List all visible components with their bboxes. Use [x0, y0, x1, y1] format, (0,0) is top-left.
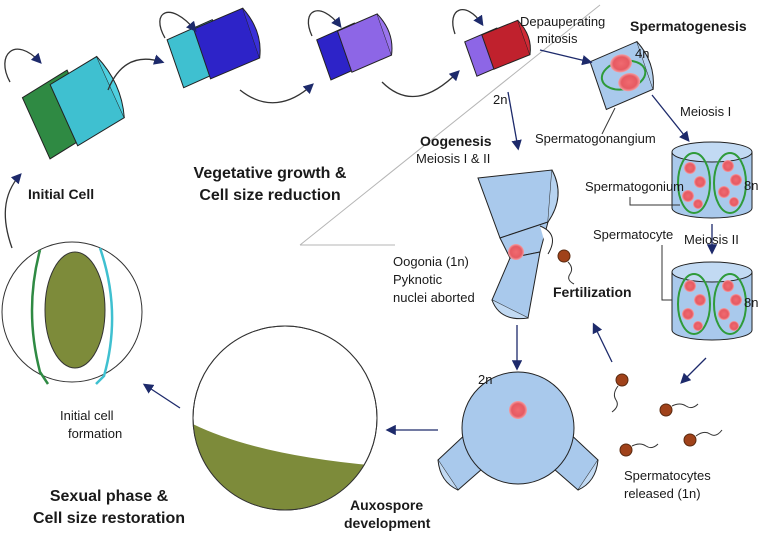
- oogonia-cell: [477, 169, 559, 320]
- initial-cell-frustule: [21, 55, 125, 160]
- label-fertilization: Fertilization: [553, 284, 632, 300]
- spermatocyte-fertilizing: [557, 249, 575, 285]
- label-meiosis-1-2: Meiosis I & II: [416, 151, 491, 166]
- arrow-initial-to-cell2: [107, 54, 165, 91]
- label-released-2: released (1n): [624, 486, 701, 501]
- zygote-auxospore: [437, 371, 599, 491]
- leader-spermatogonangium: [601, 107, 616, 135]
- label-released-1: Spermatocytes: [624, 468, 711, 483]
- self-loop-arrow-4: [452, 9, 484, 35]
- leader-spermatocyte: [661, 245, 672, 301]
- self-loop-arrow-1: [4, 48, 42, 83]
- label-auxospore-1: Auxospore: [350, 497, 424, 513]
- label-spermatogonium: Spermatogonium: [585, 179, 684, 194]
- label-depauperating-1: Depauperating: [520, 14, 606, 29]
- label-8n-a: 8n: [744, 178, 759, 193]
- self-loop-arrow-3: [307, 10, 342, 37]
- label-oogonia-1: Oogonia (1n): [393, 254, 469, 269]
- label-spermatocyte: Spermatocyte: [593, 227, 674, 242]
- label-oogonia-2: Pyknotic: [393, 272, 443, 287]
- released-spermatocytes: [611, 373, 723, 457]
- label-meiosis-1: Meiosis I: [680, 104, 732, 119]
- label-sexual-2: Cell size restoration: [32, 510, 186, 527]
- label-auxospore-2: development: [344, 515, 431, 531]
- arrow-cell3-to-cell4: [381, 70, 460, 98]
- vegetative-cell-4: [464, 19, 531, 77]
- arrow-cell2-to-cell3: [239, 83, 314, 104]
- arrow-meiosis-1: [651, 94, 690, 143]
- label-oogonia-3: nuclei aborted: [393, 290, 475, 305]
- label-depauperating-2: mitosis: [537, 31, 578, 46]
- label-initial-formation-1: Initial cell: [60, 408, 114, 423]
- label-initial-cell: Initial Cell: [28, 186, 95, 202]
- label-2n-top: 2n: [493, 92, 508, 107]
- leader-spermatogonium: [629, 197, 680, 206]
- label-initial-formation-2: formation: [68, 426, 123, 441]
- label-2n-bottom: 2n: [478, 372, 493, 387]
- spermatogonangium-4n: [589, 40, 654, 111]
- arrow-to-spermatogenesis: [539, 49, 593, 66]
- vegetative-cell-2: [166, 7, 261, 89]
- label-vegetative-1: Vegetative growth &: [193, 165, 347, 182]
- auxospore-large: [192, 325, 378, 511]
- self-loop-arrow-2: [159, 11, 197, 39]
- arrow-to-fertilization: [592, 322, 613, 363]
- arrow-to-oogenesis: [507, 91, 522, 151]
- divider-line: [299, 4, 601, 246]
- label-spermatogonangium: Spermatogonangium: [535, 131, 656, 146]
- spermatogonium-8n-cylinder: [671, 141, 753, 219]
- arrow-to-initial-cell: [4, 173, 22, 249]
- arrow-release: [680, 357, 707, 384]
- arrow-to-initial-formation: [142, 383, 181, 409]
- label-8n-b: 8n: [744, 295, 759, 310]
- label-meiosis-2: Meiosis II: [684, 232, 739, 247]
- vegetative-cell-3: [316, 13, 393, 81]
- label-4n: 4n: [635, 46, 650, 61]
- label-oogenesis: Oogenesis: [420, 133, 492, 149]
- initial-cell-formation: [1, 241, 143, 385]
- spermatocyte-cylinder: [671, 261, 753, 341]
- label-sexual-1: Sexual phase &: [49, 488, 169, 505]
- label-vegetative-2: Cell size reduction: [199, 187, 341, 204]
- label-spermatogenesis: Spermatogenesis: [630, 18, 747, 34]
